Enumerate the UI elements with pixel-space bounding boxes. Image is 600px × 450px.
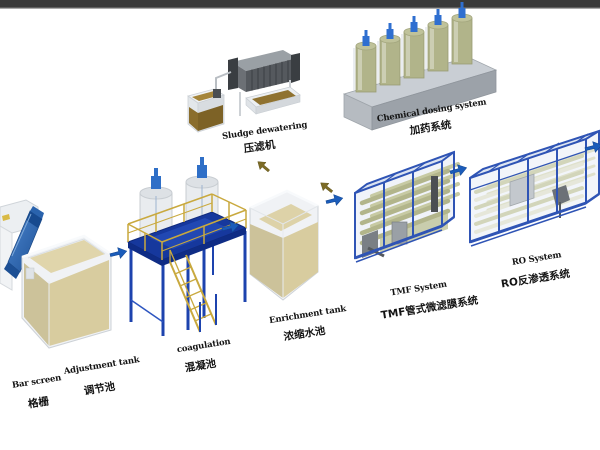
adjustment-tank-label-en: Adjustment tank: [62, 355, 141, 377]
adjustment-tank-equipment: [21, 234, 112, 349]
platform-stairs: [169, 249, 217, 333]
flow-arrow-right-icon: [109, 247, 128, 259]
enrichment-tank-equipment: [249, 189, 319, 301]
liquid-front: [283, 222, 318, 298]
flow-arrow-right-icon: [584, 141, 600, 153]
ro-frame: [469, 129, 600, 247]
sludge-arrow-icon: [257, 161, 270, 173]
liquid-surface: [259, 204, 312, 231]
liquid-front: [49, 260, 109, 346]
enrichment-tank-label-zh: 浓缩水池: [283, 324, 327, 343]
sludge-dewatering-label-en: Sludge dewatering: [222, 120, 309, 142]
bar-screen-equipment: [0, 199, 44, 291]
sludge-tray: [245, 86, 301, 115]
ro-system-label-en: RO System: [511, 250, 562, 268]
sludge-dewatering-label-zh: 压滤机: [243, 138, 276, 155]
chemical-dosing-label-zh: 加药系统: [408, 118, 453, 138]
adjustment-tank-label-zh: 调节池: [83, 380, 117, 398]
sludge-arrow-icon: [320, 182, 334, 194]
top-bar: [0, 0, 600, 9]
flow-arrow-right-icon: [221, 221, 240, 233]
dosing-tanks: [355, 2, 473, 93]
chemical-dosing-equipment: [342, 2, 498, 131]
bar-screen-label-zh: 格栅: [27, 394, 50, 410]
sludge-dewatering-equipment: [187, 50, 301, 133]
tmf-system-equipment: [354, 150, 460, 263]
tmf-frame: [354, 150, 455, 263]
filter-press: [213, 50, 300, 116]
ro-system-label-zh: RO反渗透系统: [500, 267, 571, 291]
enrichment-tank-label-en: Enrichment tank: [269, 304, 349, 326]
flow-arrow-right-icon: [325, 194, 344, 206]
ro-system-equipment: [469, 129, 600, 247]
flow-arrows: [109, 141, 600, 259]
tmf-system-label-en: TMF System: [390, 280, 448, 299]
liquid-surface: [30, 240, 105, 273]
coagulation-equipment: [126, 157, 248, 336]
flow-arrow-right-icon: [449, 164, 468, 176]
bar-screen-label-en: Bar screen: [11, 373, 62, 391]
coagulation-label-en: coagulation: [176, 337, 231, 355]
coagulation-label-zh: 混凝池: [184, 357, 218, 375]
